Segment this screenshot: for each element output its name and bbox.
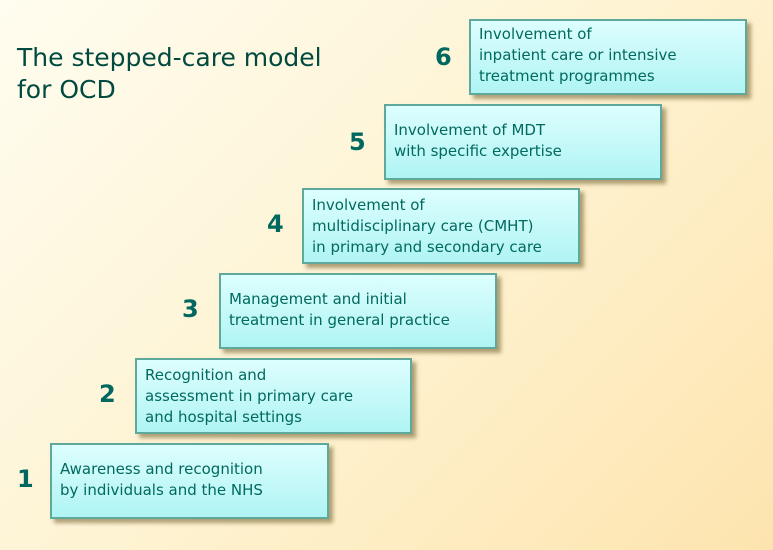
step-2-box: Recognition and assessment in primary ca… [135, 358, 412, 434]
step-1-number: 1 [17, 465, 34, 493]
step-4-number: 4 [267, 210, 284, 238]
step-6-number: 6 [435, 43, 452, 71]
step-3-number: 3 [182, 295, 199, 323]
step-5-box: Involvement of MDT with specific experti… [384, 104, 662, 180]
step-6-box: Involvement of inpatient care or intensi… [469, 19, 747, 95]
step-1-box: Awareness and recognition by individuals… [50, 443, 329, 519]
step-4-box: Involvement of multidisciplinary care (C… [302, 188, 580, 264]
step-3-box: Management and initial treatment in gene… [219, 273, 497, 349]
diagram-title: The stepped-care model for OCD [17, 43, 322, 104]
step-5-number: 5 [349, 128, 366, 156]
step-2-number: 2 [99, 380, 116, 408]
